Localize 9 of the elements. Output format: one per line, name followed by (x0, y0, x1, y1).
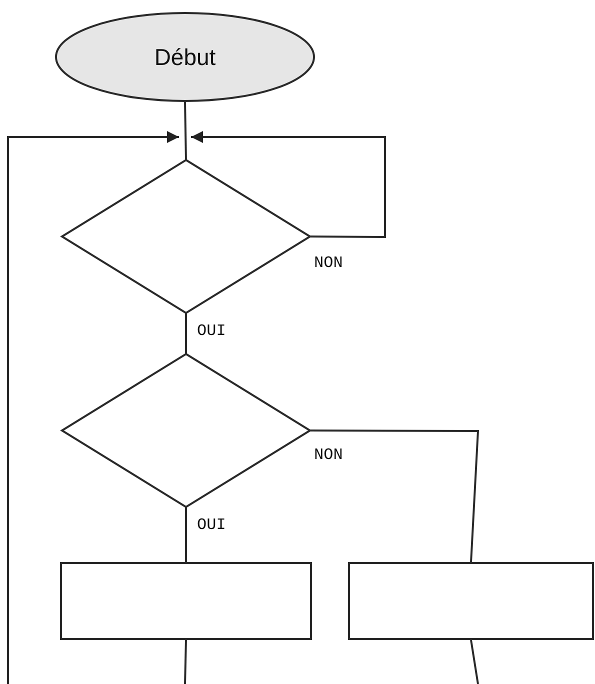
arrow (7, 131, 179, 684)
connector-line (470, 640, 479, 684)
node-label: Début (154, 44, 216, 70)
connector-line (184, 102, 187, 160)
connector-line (185, 313, 187, 354)
connector-line (310, 430, 480, 562)
arrow (191, 131, 386, 238)
connector-line (185, 507, 187, 562)
connector-line (184, 640, 187, 684)
